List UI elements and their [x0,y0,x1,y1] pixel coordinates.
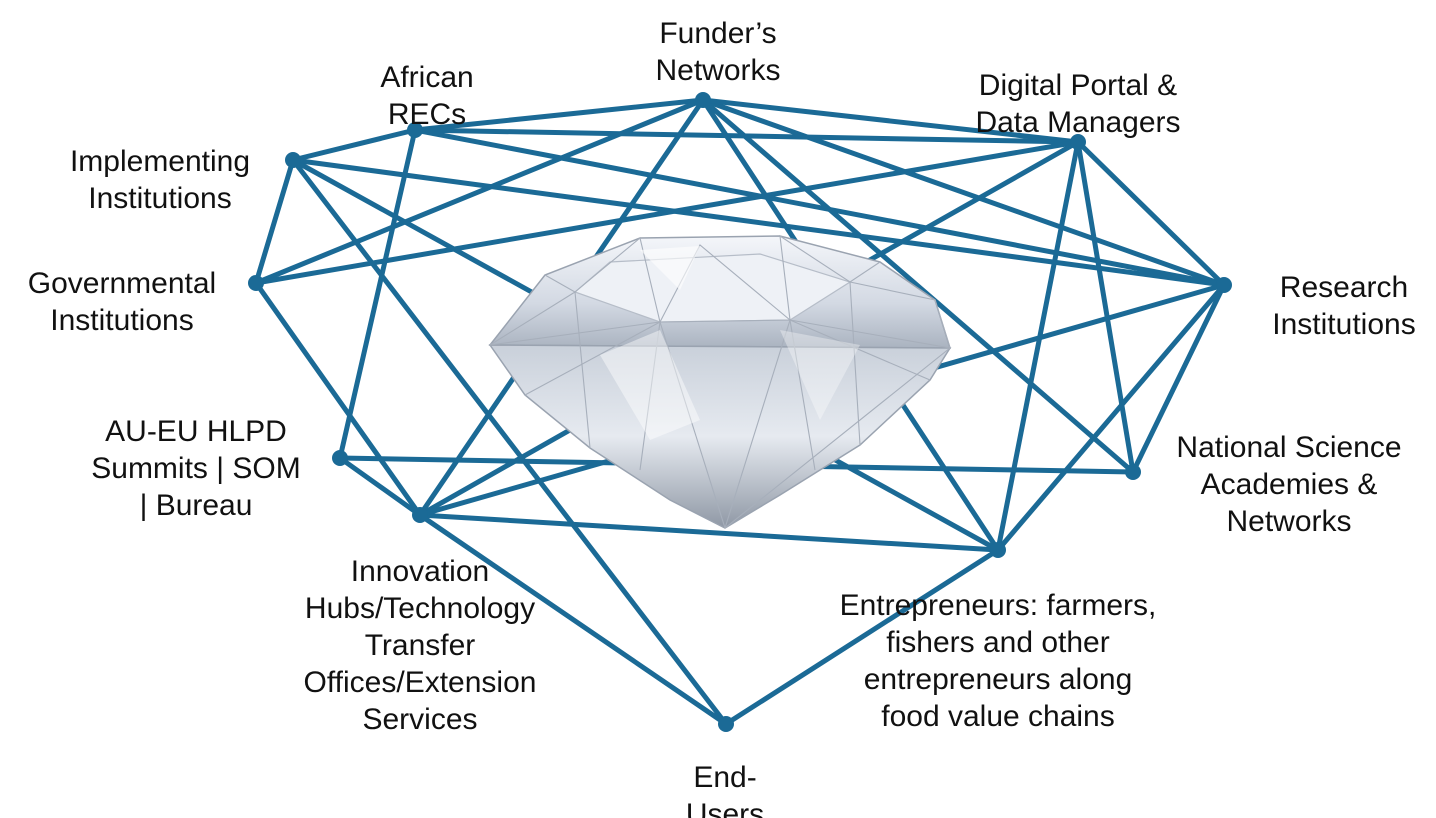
label-line: End- [693,761,756,794]
label-end-users: End- Users [686,761,764,818]
edge-funders-governmental [253,97,706,286]
nodes-layer [248,92,1232,732]
edge-end-users-entrepreneurs [723,547,1001,727]
node-entrepreneurs [990,542,1006,558]
edge-funders-digital-portal [700,97,1081,145]
label-line: National Science [1176,431,1401,464]
edge-innovation-entrepreneurs [417,512,1001,553]
label-line: Digital Portal & [979,69,1177,102]
label-line: Data Managers [975,106,1180,139]
label-line: Services [362,703,477,736]
edge-innovation-end-users [417,512,729,727]
label-line: food value chains [881,700,1115,733]
node-end-users [718,716,734,732]
node-research [1216,277,1232,293]
edge-entrepreneurs-research [995,282,1227,553]
label-line: Networks [1226,505,1351,538]
node-innovation [412,507,428,523]
label-line: Research [1280,271,1408,304]
edge-national-science-digital-portal [1075,139,1136,475]
label-au-eu: AU-EU HLPD Summits | SOM | Bureau [91,415,300,522]
label-line: Entrepreneurs: farmers, [840,589,1157,622]
edge-implementing-research [290,157,1227,288]
label-line: Summits | SOM [91,452,300,485]
edge-research-recs [412,127,1227,288]
label-line: Institutions [1272,308,1415,341]
edge-funders-recs [412,97,706,133]
label-line: | Bureau [140,489,253,522]
label-line: Hubs/Technology [305,592,535,625]
edge-governmental-innovation [253,280,423,518]
node-implementing [285,152,301,168]
edge-national-science-research [1130,282,1227,475]
edge-research-digital-portal [1075,139,1227,288]
node-recs [407,122,423,138]
diamond-image [488,234,952,529]
label-line: AU-EU HLPD [105,415,287,448]
label-line: Governmental [28,267,216,300]
edge-implementing-end-users [290,157,729,727]
edge-recs-au-eu [337,127,418,461]
label-line: Implementing [70,145,250,178]
node-au-eu [332,450,348,466]
edge-implementing-governmental [253,157,296,286]
edge-funders-research [700,97,1227,288]
edges-layer [253,97,1227,727]
edge-entrepreneurs-digital-portal [995,139,1081,553]
edge-recs-implementing [290,127,418,163]
label-line: fishers and other [886,626,1109,659]
label-line: entrepreneurs along [864,663,1133,696]
label-line: Academies & [1201,468,1378,501]
node-digital-portal [1070,134,1086,150]
label-line: Innovation [351,555,489,588]
label-line: Institutions [50,304,193,337]
label-line: African [380,61,473,94]
node-funders [695,92,711,108]
edge-funders-national-science [700,97,1136,475]
edge-au-eu-innovation [337,455,423,518]
node-governmental [248,275,264,291]
label-line: RECs [388,98,466,131]
label-line: Networks [655,54,780,87]
edge-recs-digital-portal [412,127,1081,145]
node-national-science [1125,464,1141,480]
edge-governmental-digital-portal [253,139,1081,286]
label-entrepreneurs: Entrepreneurs: farmers, fishers and other… [840,589,1157,733]
label-digital-portal: Digital Portal & Data Managers [975,69,1180,139]
label-line: Offices/Extension [304,666,537,699]
label-line: Users [686,798,764,818]
label-line: Funder’s [659,17,776,50]
label-line: Institutions [88,182,231,215]
label-line: Transfer [365,629,476,662]
